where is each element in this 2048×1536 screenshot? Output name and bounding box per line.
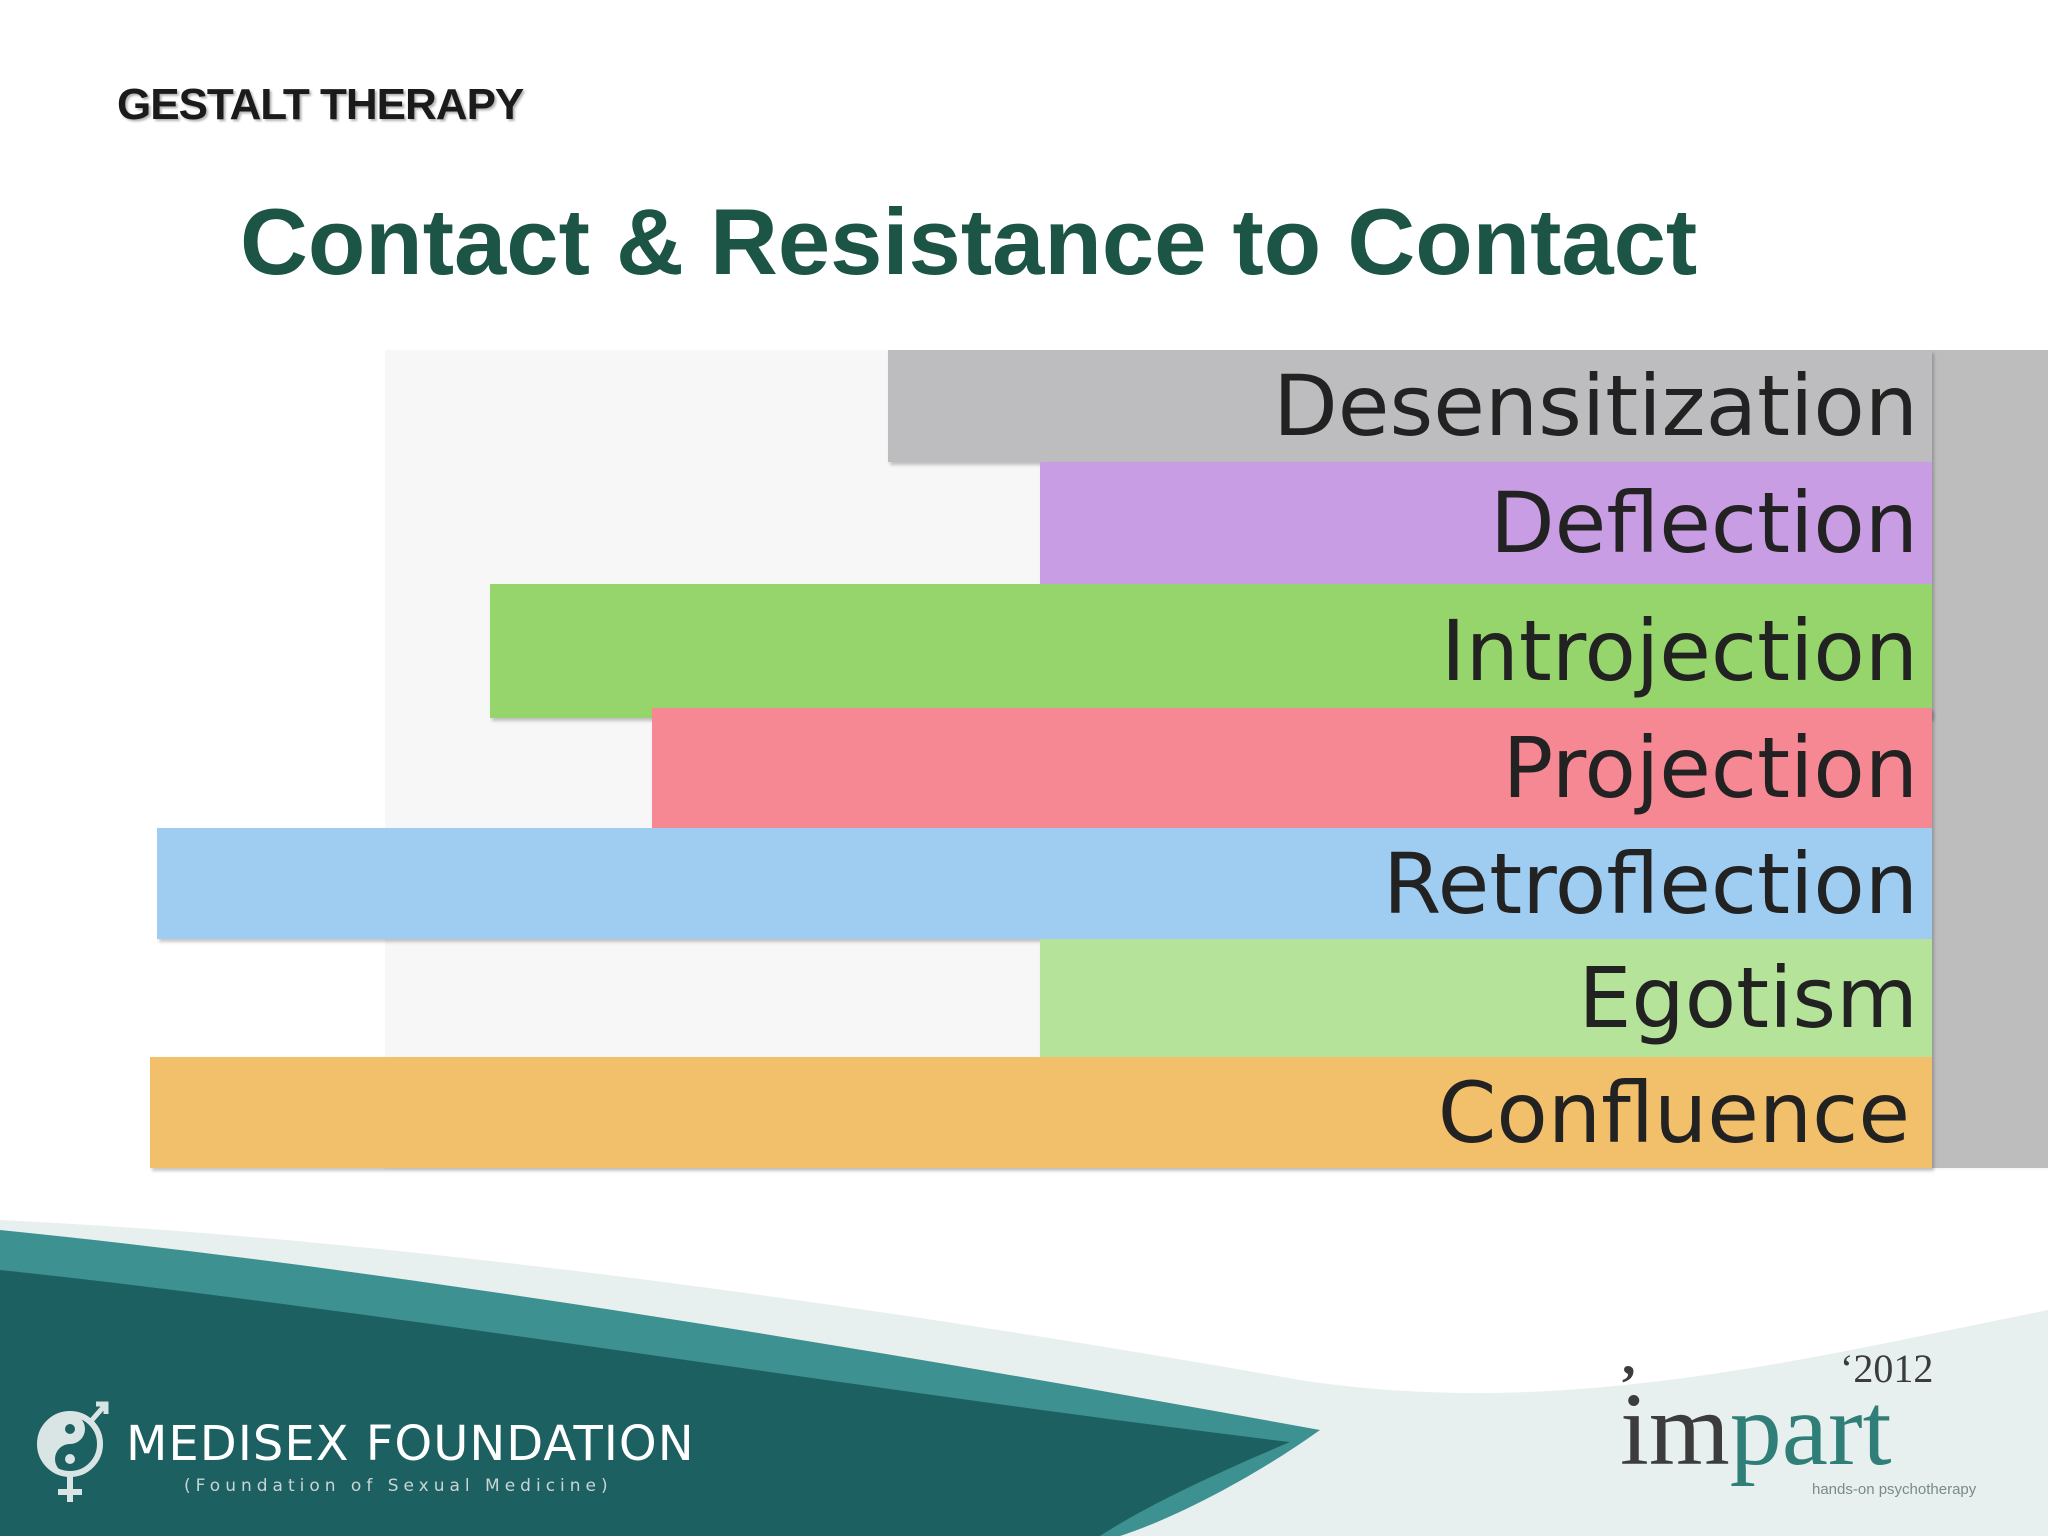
side-column [1932,350,2048,1168]
foundation-subtitle: (Foundation of Sexual Medicine) [184,1476,613,1496]
bar-label-introjection: Introjection [1440,602,1918,700]
bar-label-projection: Projection [1502,719,1918,817]
impart-year: ‘2012 [1840,1346,1933,1391]
bar-retroflection: Retroflection [157,828,1932,939]
bar-deflection: Deflection [1040,462,1932,584]
footer-wave [0,1220,2048,1536]
bar-confluence: Confluence [150,1057,1932,1168]
slide-title: Contact & Resistance to Contact [240,189,1698,294]
bar-label-desensitization: Desensitization [1273,357,1918,455]
foundation-name: MEDISEX FOUNDATION [126,1416,695,1472]
impart-apostrophe: , [1622,1330,1636,1386]
bar-label-deflection: Deflection [1489,474,1918,572]
bar-label-confluence: Confluence [1437,1063,1910,1162]
bar-desensitization: Desensitization [888,350,1932,462]
bar-projection: Projection [652,708,1932,828]
yin-yang-gender-icon [37,1401,109,1502]
impart-wordmark: impart [1620,1372,1892,1487]
wave-dark-band [0,1270,1290,1536]
section-label: GESTALT THERAPY [117,80,524,129]
bar-introjection: Introjection [490,584,1932,718]
bar-label-retroflection: Retroflection [1383,834,1918,933]
impart-logo: , ‘2012 impart hands-on psychotherapy [1620,1330,1977,1498]
impart-tagline: hands-on psychotherapy [1812,1481,1977,1498]
bar-label-egotism: Egotism [1578,949,1918,1047]
bar-egotism: Egotism [1040,939,1932,1057]
